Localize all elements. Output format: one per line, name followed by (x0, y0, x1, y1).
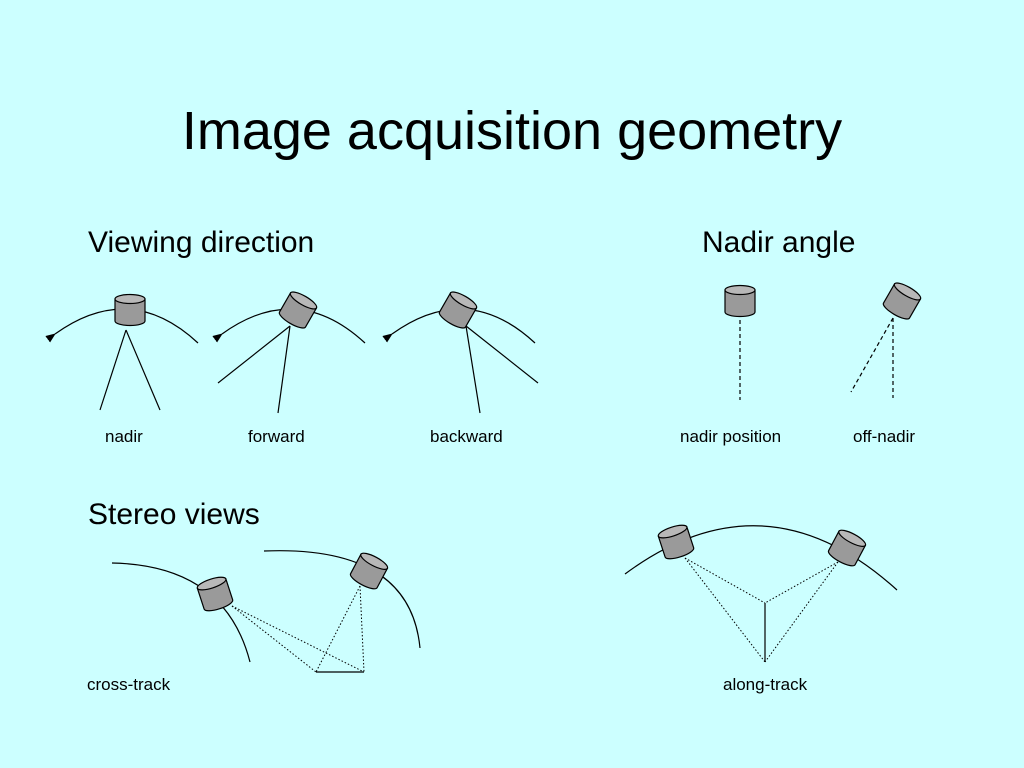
heading-nadir-angle: Nadir angle (702, 226, 856, 259)
heading-stereo-views: Stereo views (88, 498, 260, 531)
diagram-nadir-view (45, 293, 199, 411)
camera-icon (436, 288, 480, 332)
slide-title: Image acquisition geometry (181, 101, 843, 161)
camera-icon (195, 574, 235, 614)
label-off-nadir: off-nadir (853, 427, 916, 446)
label-cross-track: cross-track (87, 675, 171, 694)
diagram-backward-view (382, 288, 539, 414)
camera-icon (347, 549, 391, 593)
diagram-off-nadir (850, 279, 924, 398)
camera-icon (656, 522, 696, 562)
camera-icon (724, 284, 756, 318)
camera-icon (114, 293, 146, 327)
label-forward: forward (248, 427, 305, 446)
heading-viewing-direction: Viewing direction (88, 226, 315, 259)
diagram-forward-view (212, 288, 366, 414)
label-backward: backward (430, 427, 503, 446)
diagram-nadir-position (724, 284, 756, 400)
diagram-cross-track (111, 549, 421, 673)
label-along-track: along-track (723, 675, 808, 694)
label-nadir-position: nadir position (680, 427, 782, 446)
camera-icon (276, 288, 320, 332)
diagram-along-track (624, 522, 898, 663)
camera-icon (880, 279, 924, 323)
label-nadir: nadir (105, 427, 143, 446)
